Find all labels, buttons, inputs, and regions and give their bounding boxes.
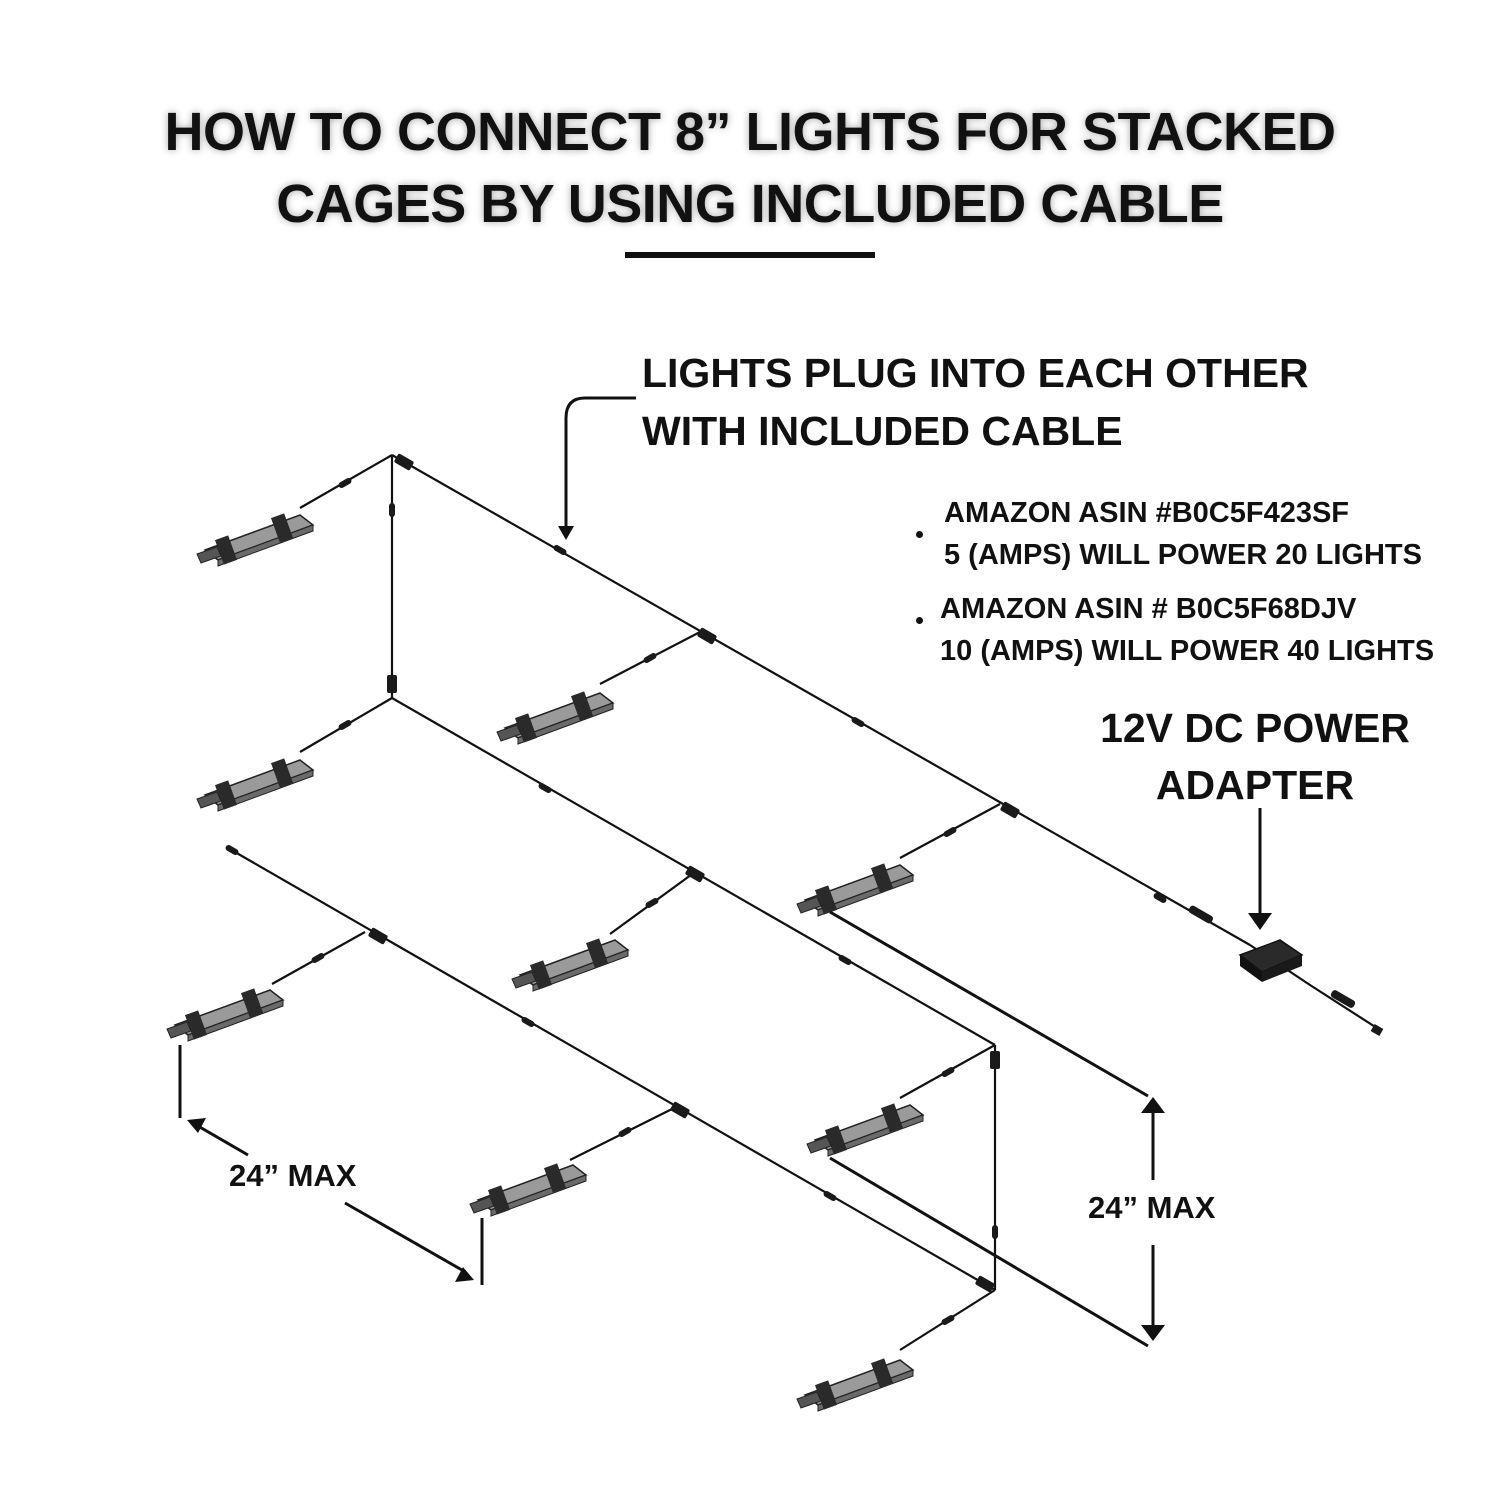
adapter-label: 12V DC POWER ADAPTER [1060,700,1450,814]
cable-callout: LIGHTS PLUG INTO EACH OTHER WITH INCLUDE… [642,344,1309,460]
light-bar [469,1162,587,1217]
title-underline [625,252,875,258]
power-option-2-capacity: 10 (AMPS) WILL POWER 40 LIGHTS [940,635,1435,667]
callout-arrow [558,396,636,540]
coupler [837,953,853,967]
light-bar [166,987,284,1042]
title-line-2: CAGES BY USING INCLUDED CABLE [276,174,1224,234]
callout-line-1: LIGHTS PLUG INTO EACH OTHER [642,350,1309,396]
light-bars [166,512,924,1412]
page-title: HOW TO CONNECT 8” LIGHTS FOR STACKED CAG… [0,96,1500,240]
light-bar [796,862,914,917]
connector [387,675,397,693]
coupler [822,1189,838,1203]
coupler [940,1065,956,1079]
power-option-2: AMAZON ASIN # B0C5F68DJV 10 (AMPS) WILL … [940,588,1434,672]
cable-end-plug [224,843,240,857]
coupler [942,825,958,839]
bullet-1 [916,531,923,538]
coupler [850,715,866,729]
power-option-1-capacity: 5 (AMPS) WILL POWER 20 LIGHTS [944,539,1422,571]
coupler [642,651,658,665]
light-bar [806,1102,924,1157]
top-run-cable [391,454,1251,946]
coupler [337,476,353,490]
light-bar [496,690,614,745]
coupler [310,951,326,965]
connectors [224,453,1168,1327]
coupler [992,1225,998,1239]
coupler [537,781,553,795]
light-bar [796,1357,914,1412]
coupler [337,718,353,732]
bullet-2 [916,617,923,624]
callout-line-2: WITH INCLUDED CABLE [642,408,1123,454]
coupler [940,1313,956,1327]
light-bar [511,937,629,992]
bottom-run-cable [227,847,996,1291]
coupler [389,503,395,517]
coupler [644,896,660,910]
coupler [552,543,568,557]
power-option-1-asin: AMAZON ASIN #B0C5F423SF [944,497,1350,529]
adapter-label-line-1: 12V DC POWER [1100,705,1410,751]
power-adapter [1188,905,1384,1036]
connector [393,453,415,471]
horizontal-dimension [178,1045,484,1285]
connector [974,1275,996,1293]
coupler [617,1125,633,1139]
coupler [520,1015,536,1029]
light-bar [196,757,314,812]
horizontal-dimension-label: 24” MAX [229,1158,357,1193]
adapter-arrow [1248,808,1272,930]
adapter-label-line-2: ADAPTER [1155,762,1355,808]
power-option-1: AMAZON ASIN #B0C5F423SF 5 (AMPS) WILL PO… [944,492,1422,576]
light-bar [196,512,314,567]
vertical-dimension-label: 24” MAX [1088,1190,1216,1225]
title-line-1: HOW TO CONNECT 8” LIGHTS FOR STACKED [164,102,1336,162]
connector [990,1051,1000,1069]
vertical-dimension [829,910,1165,1348]
power-option-2-asin: AMAZON ASIN # B0C5F68DJV [940,593,1357,625]
